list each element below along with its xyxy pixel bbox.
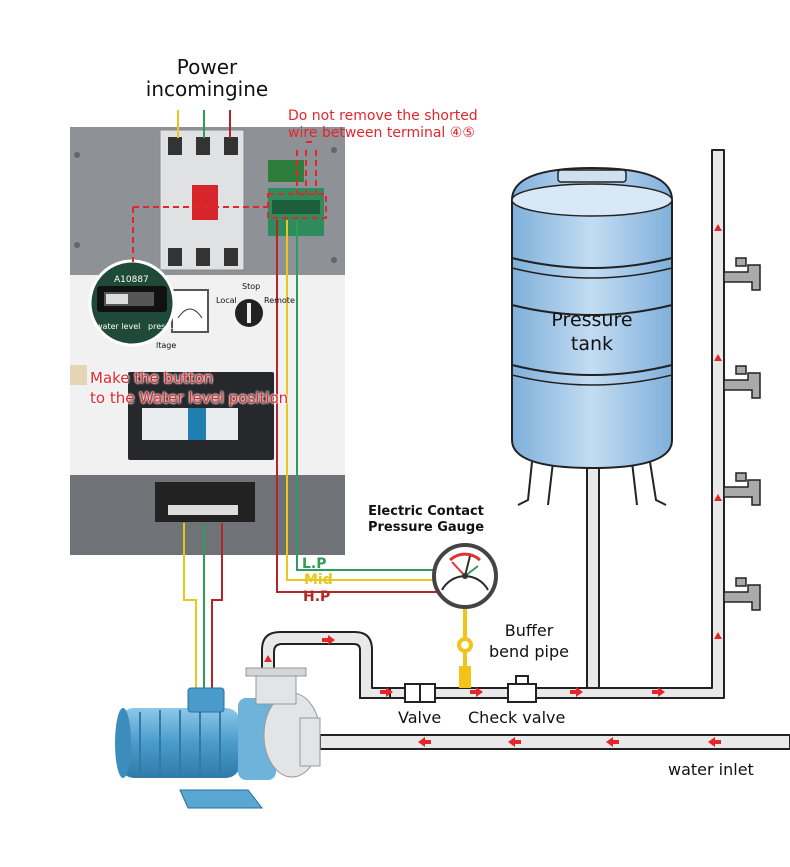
mid-label: Mid [304,572,333,588]
lp-label: L.P [302,556,327,572]
pressure-tank [511,166,673,506]
shorted-wire-warning: Do not remove the shorted wire between t… [288,108,478,141]
switch-zoom [88,259,176,347]
faucet-icon [723,257,761,291]
controller-display [128,372,274,460]
valve-label: Valve [398,708,442,727]
pump [115,667,321,809]
stop-label: Stop [242,282,261,291]
buffer-bend-pipe [457,604,473,688]
hp-label: H.P [303,589,331,605]
pressure-tank-label: Pressure tank [551,309,633,355]
pressure-switch-label: pressure [148,322,183,331]
local-label: Local [216,296,237,305]
gauge-wires [276,220,440,593]
pressure-gauge [432,543,498,609]
selector-knob [235,299,263,327]
valve [404,683,436,703]
check-valve-label: Check valve [468,708,566,727]
faucet-icon [723,472,761,506]
buffer-bend-pipe-label: Buffer bend pipe [489,621,569,661]
control-cabinet [70,127,345,555]
voltmeter [171,289,209,333]
power-incoming-title: Power incomingine [145,55,269,101]
pipes [261,149,790,750]
faucet-icon [723,365,761,399]
remote-label: Remote [264,296,295,305]
pump-wires [183,523,223,688]
button-position-warning: Make the button to the Water level posit… [90,369,289,407]
check-valve [507,675,537,703]
water-level-switch-label: water level [96,322,141,331]
shorted-wire-callout [132,141,327,262]
faucet-icon [723,577,761,611]
voltage-label: ltage [156,341,177,350]
gauge-title: Electric Contact Pressure Gauge [367,504,485,535]
switch-code-label: A10887 [114,275,149,285]
circuit-breaker [159,129,245,271]
flow-arrows [264,224,722,747]
power-wires [177,110,231,138]
water-inlet-label: water inlet [668,760,754,779]
